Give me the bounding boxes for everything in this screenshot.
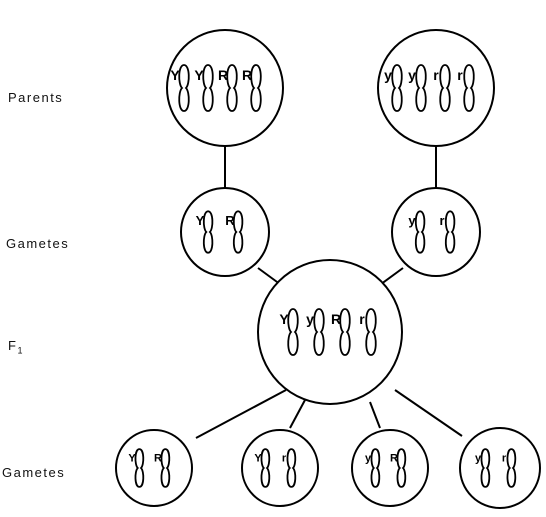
allele-label: y	[408, 67, 416, 83]
line-f1-to-gamete-1	[195, 389, 287, 439]
allele-label: Y	[279, 311, 289, 327]
chromosome	[370, 448, 381, 488]
parent-left-membrane	[166, 29, 284, 147]
chromosome	[339, 308, 351, 356]
allele-label: Y	[170, 67, 180, 83]
allele-label: R	[331, 311, 341, 327]
allele-label: r	[502, 452, 507, 464]
label-parents: Parents	[8, 90, 64, 105]
allele-label: R	[218, 67, 228, 83]
label-f1: F1	[8, 338, 24, 356]
chromosome	[480, 448, 491, 488]
f2-gamete-1-membrane	[115, 429, 193, 507]
chromosome	[226, 64, 238, 112]
chromosome	[463, 64, 475, 112]
chromosome	[414, 210, 426, 254]
allele-label: r	[433, 67, 439, 83]
allele-label: y	[408, 213, 416, 228]
allele-label: y	[306, 311, 314, 327]
allele-label: Y	[128, 452, 136, 464]
f1-cell-membrane	[257, 259, 403, 405]
allele-label: R	[225, 213, 235, 228]
allele-label: Y	[194, 67, 204, 83]
label-f1-subscript: 1	[17, 345, 24, 356]
chromosome	[232, 210, 244, 254]
allele-label: r	[439, 213, 444, 228]
gamete-left-membrane	[180, 187, 270, 277]
line-f1-to-gamete-3	[369, 401, 381, 429]
chromosome	[250, 64, 262, 112]
chromosome	[134, 448, 145, 488]
chromosome	[506, 448, 517, 488]
chromosome	[287, 308, 299, 356]
chromosome	[202, 64, 214, 112]
chromosome	[160, 448, 171, 488]
allele-label: R	[390, 452, 398, 464]
chromosome	[286, 448, 297, 488]
label-gametes-bottom: Gametes	[2, 465, 66, 480]
chromosome	[313, 308, 325, 356]
allele-label: y	[384, 67, 392, 83]
parent-right-membrane	[377, 29, 495, 147]
chromosome	[444, 210, 456, 254]
chromosome	[178, 64, 190, 112]
allele-label: R	[154, 452, 162, 464]
chromosome	[415, 64, 427, 112]
allele-label: R	[242, 67, 252, 83]
allele-label: r	[282, 452, 287, 464]
gamete-right-membrane	[391, 187, 481, 277]
allele-label: r	[359, 311, 365, 327]
chromosome	[202, 210, 214, 254]
chromosome	[439, 64, 451, 112]
chromosome	[365, 308, 377, 356]
line-f1-to-gamete-4	[394, 389, 463, 437]
allele-label: Y	[196, 213, 205, 228]
f2-gamete-2-membrane	[241, 429, 319, 507]
f2-gamete-3-membrane	[351, 429, 429, 507]
chromosome	[260, 448, 271, 488]
allele-label: y	[475, 452, 482, 464]
f2-gamete-4-membrane	[459, 427, 541, 509]
allele-label: r	[457, 67, 463, 83]
chromosome	[396, 448, 407, 488]
line-f1-to-gamete-2	[289, 399, 306, 429]
label-f1-letter: F	[8, 338, 18, 353]
chromosome	[391, 64, 403, 112]
allele-label: y	[365, 452, 372, 464]
allele-label: Y	[254, 452, 262, 464]
label-gametes-top: Gametes	[6, 236, 70, 251]
